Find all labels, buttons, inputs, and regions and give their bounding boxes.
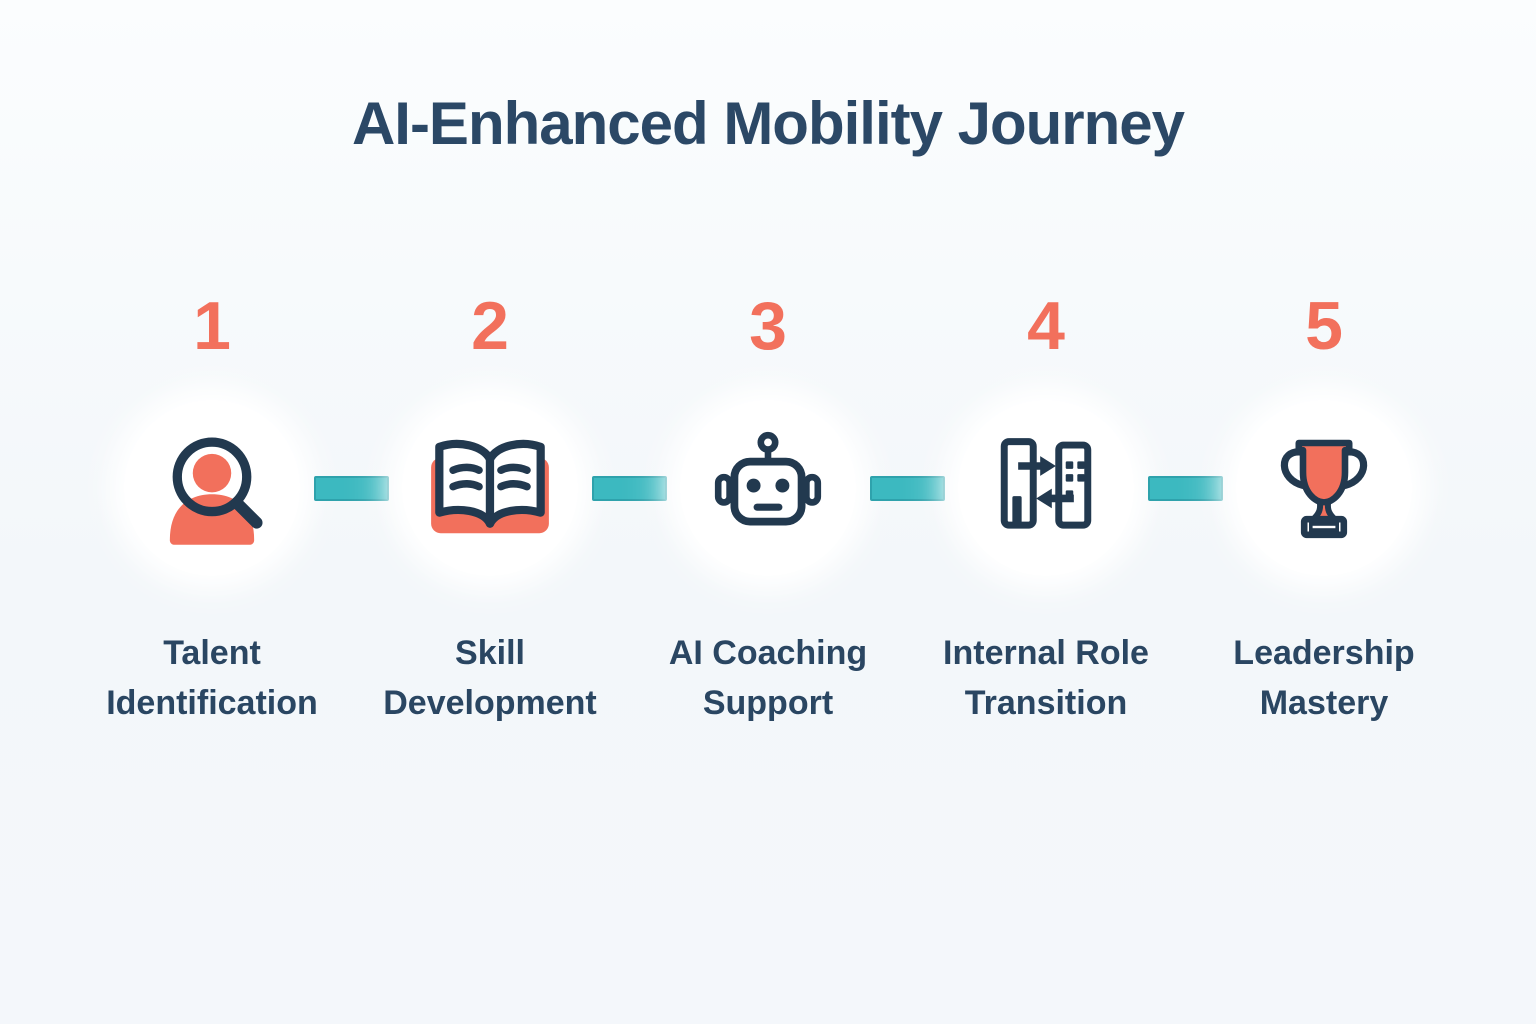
step-4-icon-circle [958,400,1134,576]
step-number-4: 4 [1027,288,1065,364]
step-3-icon-circle [680,400,856,576]
icon-track [73,400,1463,576]
step-numbers-row: 1 2 3 4 5 [73,292,1463,360]
buildings-transfer-icon [1000,438,1092,529]
step-label-2: Skill Development [383,634,597,722]
robot-icon [714,431,822,526]
journey-diagram: 1 2 3 4 5 [73,292,1463,728]
person-search-icon [169,437,263,545]
trophy-icon [1280,439,1368,539]
step-label-4: Internal Role Transition [943,634,1149,722]
step-1-icon-circle [124,400,300,576]
step-label-3: AI Coaching Support [668,634,868,722]
step-number-3: 3 [749,288,787,364]
step-number-5: 5 [1305,288,1343,364]
connector-line-2 [591,475,667,501]
step-2-icon-circle [402,400,578,576]
page-title: AI-Enhanced Mobility Journey [351,90,1185,157]
connector-line-4 [1147,475,1223,501]
connector-line-1 [313,475,389,501]
step-label-5: Leadership Mastery [1233,634,1415,722]
connector-line-3 [869,475,945,501]
step-labels-row: Talent Identification Skill Development … [73,628,1463,728]
step-number-1: 1 [193,288,231,364]
step-5-icon-circle [1236,400,1412,576]
step-label-1: Talent Identification [106,634,318,722]
step-number-2: 2 [471,288,509,364]
open-book-icon [431,439,549,534]
